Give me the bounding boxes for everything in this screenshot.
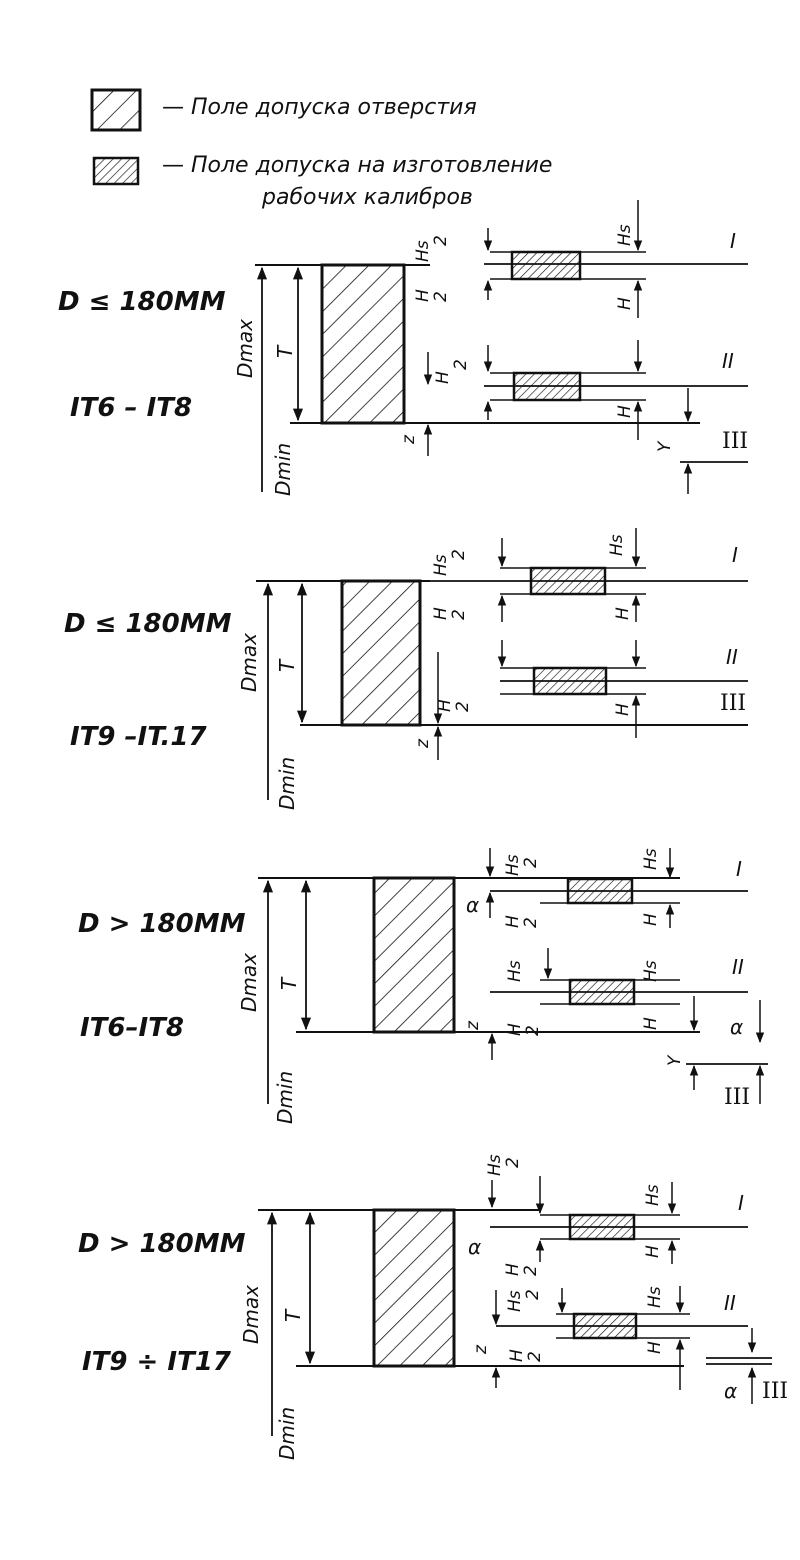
diagram-1-h-right-label: H (615, 297, 635, 310)
diagram-3-gauge-I-label: I (736, 857, 742, 881)
diagram-2-condition: D ≤ 180MM (64, 609, 232, 639)
diagram-2-h2-label: H (431, 607, 451, 620)
diagram-4-h2-label: H (503, 1263, 523, 1276)
diagram-1-dmin-label: Dmin (271, 443, 295, 496)
legend-hole-tolerance-label: — Поле допуска отверстия (162, 95, 477, 120)
diagram-1-h2-two: 2 (431, 291, 451, 302)
diagram-3-dmin-label: Dmin (273, 1071, 297, 1124)
diagram-4-gauge-III-label: III (762, 1379, 788, 1404)
diagram-1-h2b-label: H (433, 371, 453, 384)
diagram-2-h2b-two: 2 (453, 701, 473, 712)
diagram-4-h-right-label: H (643, 1245, 663, 1258)
diagram-1-hole-tolerance-field (320, 263, 406, 425)
diagram-1-grade: IT6 – IT8 (70, 393, 192, 423)
diagram-1-t-label: T (273, 344, 297, 358)
diagram-1-z-label: z (399, 434, 419, 445)
diagram-3-h2-two: 2 (521, 917, 541, 928)
diagram-4-hs2b-label: Hs (505, 1290, 525, 1312)
diagram-4-dmax-label: Dmax (239, 1285, 263, 1344)
diagram-3-h2b-two: 2 (523, 1025, 543, 1036)
diagram-2-h2b-label: H (435, 699, 455, 712)
diagram-3-dmax-label: Dmax (237, 953, 261, 1012)
diagram-2-gauge-I-label: I (732, 543, 738, 567)
diagram-1-h2b-two: 2 (451, 359, 471, 370)
legend-gauge-tolerance-label: — Поле допуска на изготовление (162, 153, 552, 178)
legend: — Поле допуска отверстия — Поле допуска … (90, 88, 552, 210)
diagram-3-alpha2-label: α (730, 1015, 743, 1039)
diagram-2-hole-tolerance-field (340, 579, 422, 727)
diagram-4-alpha2-label: α (724, 1379, 737, 1403)
diagram-1-y-label: Y (655, 440, 675, 452)
diagram-4-hs-two: 2 (503, 1157, 523, 1168)
diagram-2-dmin-label: Dmin (275, 757, 299, 810)
diagram-1-gauge-I-label: I (730, 229, 736, 253)
diagram-1-h2-label: H (413, 289, 433, 302)
diagram-1-condition: D ≤ 180MM (58, 287, 226, 317)
diagram-3-alpha-label: α (466, 893, 479, 917)
diagram-3-z-label: z (463, 1020, 483, 1031)
diagram-2-h2-two: 2 (449, 609, 469, 620)
diagram-4-alpha-label: α (468, 1235, 481, 1259)
diagram-4-condition: D > 180MM (78, 1229, 246, 1259)
diagram-3-t-label: T (277, 976, 301, 990)
diagram-2-hs-label: Hs (431, 554, 451, 576)
diagram-1-hs-right-label: Hs (615, 224, 635, 246)
diagram-3-hs-right-label: Hs (641, 848, 661, 870)
diagram-4-hs2-right-label: Hs (645, 1286, 665, 1308)
diagram-2-dmax-label: Dmax (237, 633, 261, 692)
diagram-2-gauge-III-label: III (720, 691, 746, 716)
diagram-3-hs-label: Hs (503, 854, 523, 876)
diagram-1-gauge-II-label: II (722, 349, 734, 373)
diagram-4-h2-right-label: H (645, 1341, 665, 1354)
diagram-2-hs-right-label: Hs (607, 534, 627, 556)
diagram-1-h2-right-label: H (615, 405, 635, 418)
diagram-4-hs-right-label: Hs (643, 1184, 663, 1206)
diagram-4-grade: IT9 ÷ IT17 (82, 1347, 232, 1377)
diagram-3-h-right-label: H (641, 913, 661, 926)
diagram-3-condition: D > 180MM (78, 909, 246, 939)
diagram-3-hs2-right-label: Hs (641, 960, 661, 982)
diagram-3-y-label: Y (665, 1054, 685, 1066)
diagram-2-t-label: T (275, 658, 299, 672)
diagram-2-h-right-label: H (613, 607, 633, 620)
diagram-1-dmax-label: Dmax (233, 319, 257, 378)
diagram-4-hole-tolerance-field (372, 1208, 456, 1368)
diagram-4-h2b-label: H (507, 1349, 527, 1362)
diagram-2-z-label: z (413, 738, 433, 749)
diagram-3-h2-label: H (503, 915, 523, 928)
diagram-3: D > 180MM IT6–IT8 Dmax T Dmin I α Hs 2 H… (78, 848, 768, 1124)
diagram-3-hole-tolerance-field (372, 876, 456, 1034)
legend-gauge-tolerance-label-line2: рабочих калибров (261, 185, 473, 210)
diagram-2-hs-two: 2 (449, 549, 469, 560)
diagram-2-h2-right-label: H (613, 703, 633, 716)
diagram-4: D > 180MM IT9 ÷ IT17 Dmax T Dmin I α Hs … (78, 1154, 788, 1460)
diagram-1-hs-two: 2 (431, 235, 451, 246)
diagram-4-gauge-I-label: I (738, 1191, 744, 1215)
diagram-2-grade: IT9 –IT.17 (70, 722, 208, 752)
diagram-4-hs2b-two: 2 (523, 1289, 543, 1300)
legend-gauge-tolerance-swatch (92, 156, 140, 186)
diagram-3-hs-two: 2 (521, 857, 541, 868)
diagram-4-z-label: z (471, 1344, 491, 1355)
legend-hole-tolerance-swatch (90, 88, 142, 132)
diagram-1-gauge-I-field (510, 250, 582, 281)
diagram-3-h2b-label: H (505, 1023, 525, 1036)
diagram-1-gauge-III-label: III (722, 429, 748, 454)
diagram-1-hs-label: Hs (413, 240, 433, 262)
diagram-2-gauge-II-label: II (726, 645, 738, 669)
diagram-1: D ≤ 180MM IT6 – IT8 Dmax T Dmin I Hs 2 H… (58, 200, 748, 496)
diagram-3-gauge-II-label: II (732, 955, 744, 979)
diagram-4-h2b-two: 2 (525, 1351, 545, 1362)
diagram-3-hs2b-label: Hs (505, 960, 525, 982)
diagram-4-h2-two: 2 (521, 1265, 541, 1276)
diagram-4-hs-label: Hs (485, 1154, 505, 1176)
diagram-3-h2-right-label: H (641, 1017, 661, 1030)
diagram-3-gauge-III-label: III (724, 1085, 750, 1110)
diagram-4-t-label: T (281, 1308, 305, 1322)
diagram-3-grade: IT6–IT8 (80, 1013, 184, 1043)
diagram-2: D ≤ 180MM IT9 –IT.17 Dmax T Dmin I Hs 2 … (64, 528, 748, 810)
diagram-4-dmin-label: Dmin (275, 1407, 299, 1460)
diagram-4-gauge-II-label: II (724, 1291, 736, 1315)
